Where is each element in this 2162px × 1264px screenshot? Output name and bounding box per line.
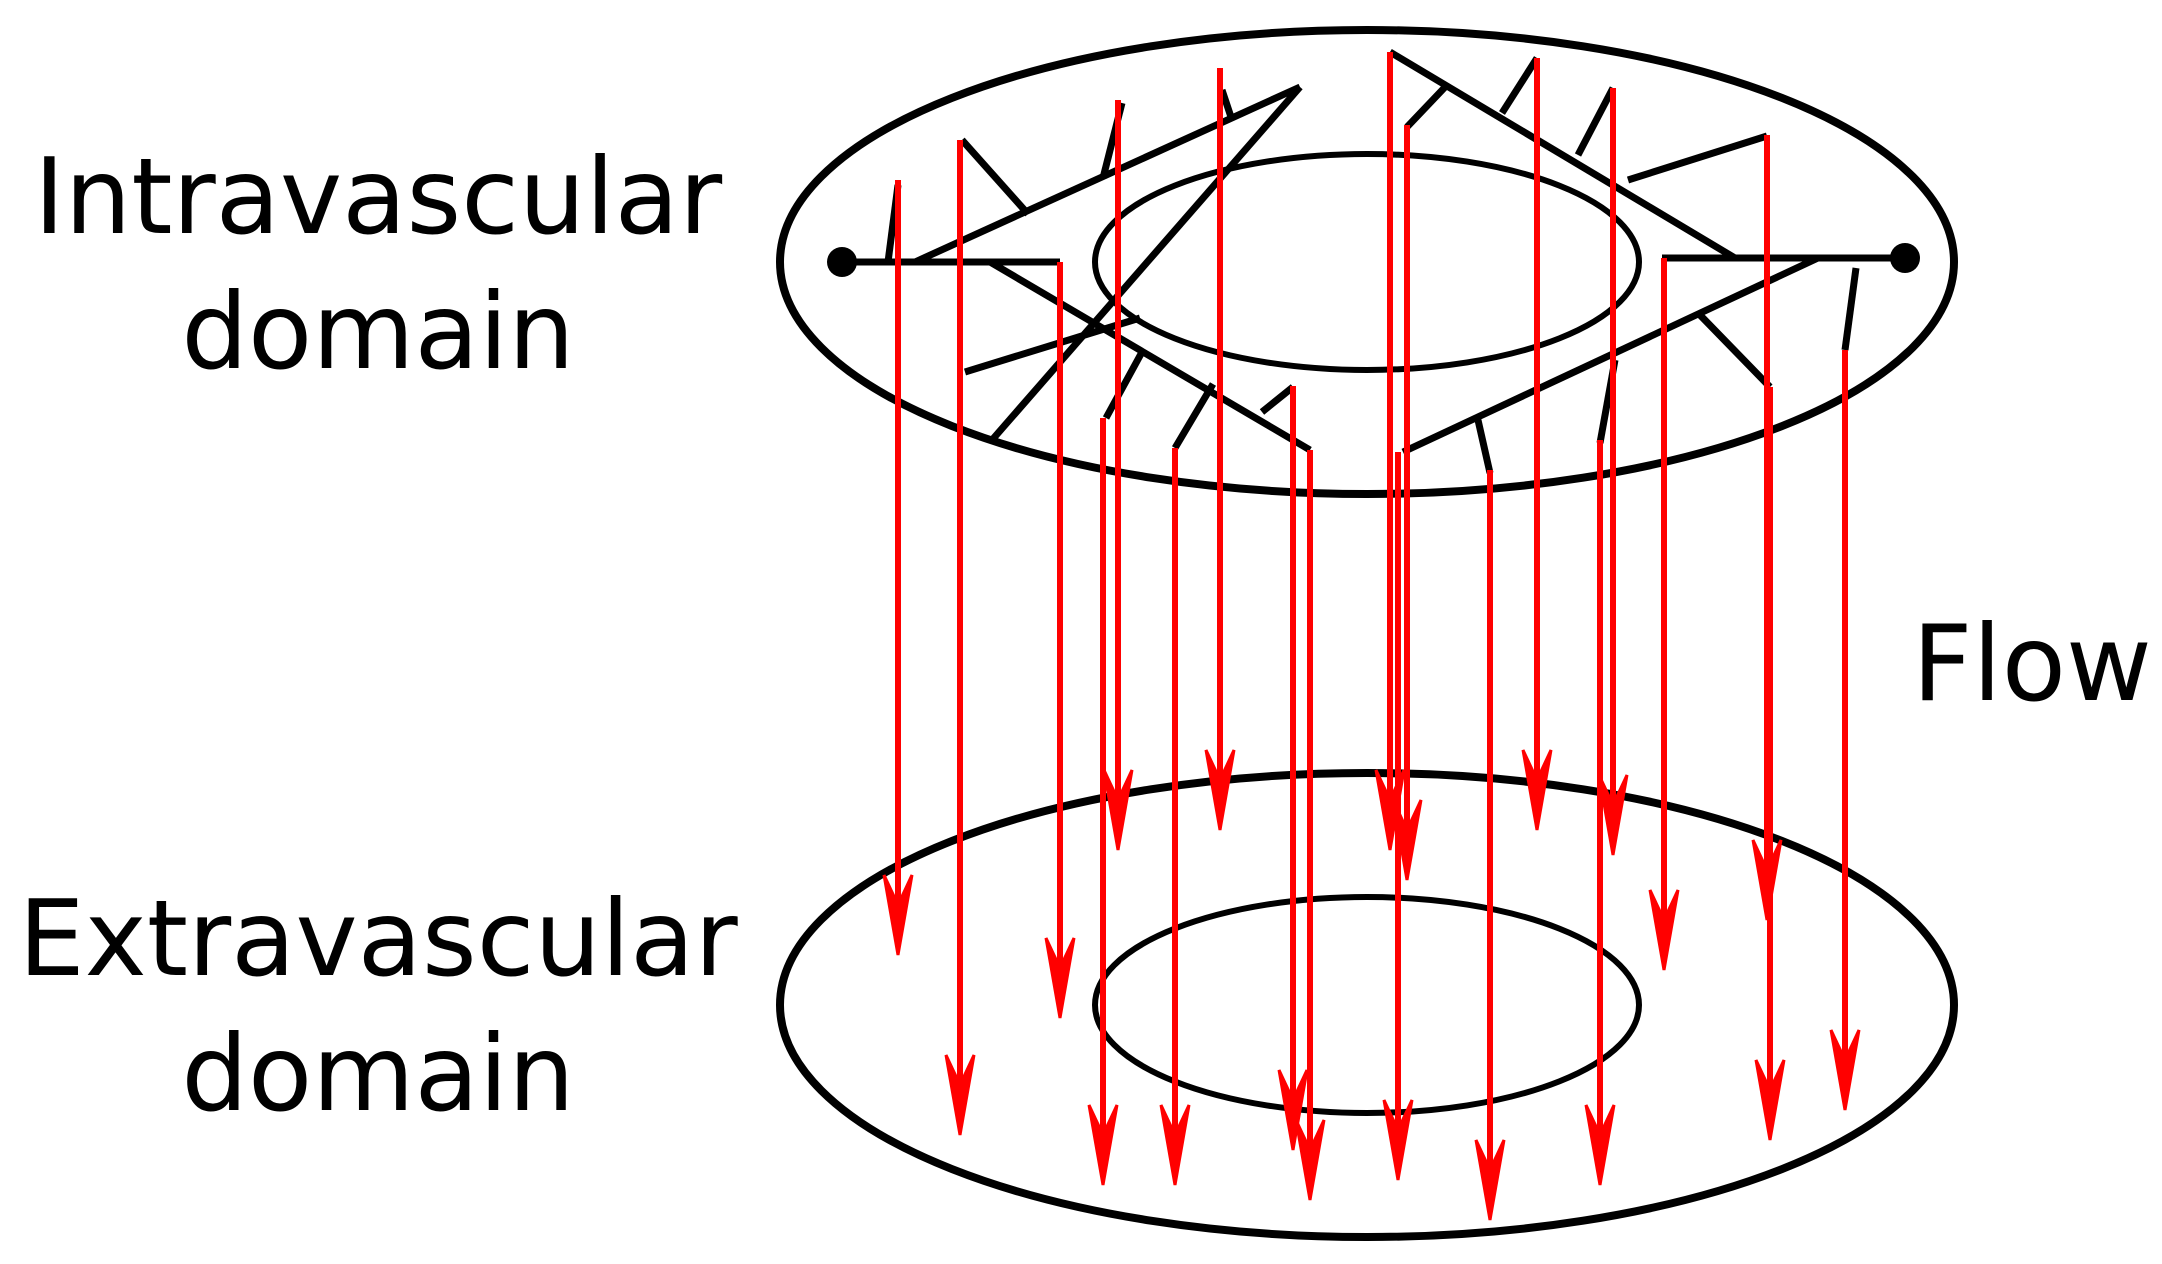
extravascular-label-line1: Extravascular bbox=[18, 878, 738, 1000]
flow-arrow-head bbox=[882, 874, 914, 956]
flow-arrow-head bbox=[1087, 1104, 1119, 1186]
flow-arrow-head bbox=[1102, 769, 1134, 851]
flow-arrow-head bbox=[1294, 1119, 1326, 1201]
vessel-inlet-node bbox=[827, 247, 857, 277]
flow-arrow-head bbox=[1044, 937, 1076, 1019]
flow-arrow-head bbox=[1204, 749, 1236, 831]
extravascular-inner-ellipse bbox=[1092, 894, 1642, 1116]
extravascular-label-line2: domain bbox=[181, 1013, 574, 1135]
flow-arrow-head bbox=[1597, 774, 1629, 856]
flow-arrow-head bbox=[1584, 1104, 1616, 1186]
intravascular-outer-ellipse bbox=[776, 26, 1958, 498]
intravascular-label-line2: domain bbox=[181, 271, 574, 393]
flow-arrow-head bbox=[1754, 1059, 1786, 1141]
flow-arrow-head bbox=[944, 1054, 976, 1136]
intravascular-inner-ellipse bbox=[1092, 151, 1642, 373]
extravascular-disc bbox=[776, 769, 1958, 1241]
flow-arrow-head bbox=[1648, 889, 1680, 971]
flow-arrow-head bbox=[1391, 799, 1423, 881]
vessel-network bbox=[827, 48, 1920, 474]
flow-arrow-head bbox=[1382, 1099, 1414, 1181]
intravascular-label-line1: Intravascular bbox=[34, 136, 723, 258]
flow-label: Flow bbox=[1912, 603, 2152, 725]
flow-arrow-head bbox=[1474, 1139, 1506, 1221]
flow-arrows bbox=[882, 52, 1861, 1221]
extravascular-outer-ellipse bbox=[776, 769, 1958, 1241]
flow-arrow-head bbox=[1521, 749, 1553, 831]
flow-arrow-head bbox=[1829, 1029, 1861, 1111]
intravascular-disc bbox=[776, 26, 1958, 498]
flow-arrow-head bbox=[1159, 1104, 1191, 1186]
vessel-outlet-node bbox=[1890, 243, 1920, 273]
